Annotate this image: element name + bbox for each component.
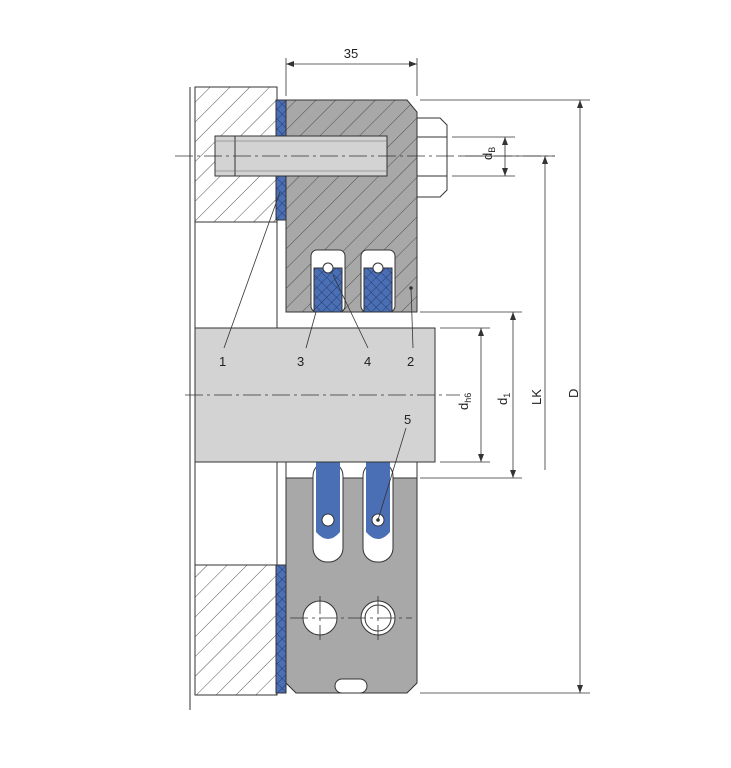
callout-3: 3	[297, 354, 304, 369]
callout-2: 2	[407, 354, 414, 369]
seal-lower-left-fill	[316, 462, 340, 539]
housing-lower-fill	[285, 477, 418, 694]
left-wall	[189, 86, 278, 710]
bore-diameter-label: d1	[495, 393, 512, 405]
shaft	[185, 327, 460, 463]
gasket-lower	[275, 564, 287, 694]
callout-5: 5	[404, 412, 411, 427]
outer-diameter-label: D	[566, 389, 581, 398]
seal-lower-left	[316, 462, 340, 539]
shaft-diameter-label: dh6	[456, 393, 473, 410]
width-dimension-label: 35	[344, 46, 358, 61]
seal-lower-right-fill	[366, 462, 390, 539]
seal-upper-4	[363, 262, 393, 313]
bolt-diameter-label: dB	[480, 147, 497, 160]
housing-upper	[214, 99, 448, 313]
lk-label: LK	[529, 389, 544, 405]
callout-4: 4	[364, 354, 371, 369]
callouts: 1 3 4 2 5	[219, 191, 414, 522]
housing-lower	[285, 461, 418, 694]
seal-lower-right	[366, 462, 390, 539]
seal-upper-3	[313, 262, 343, 313]
dimensions: 35 dB LK D d1 dh6	[285, 46, 590, 694]
callout-1: 1	[219, 354, 226, 369]
